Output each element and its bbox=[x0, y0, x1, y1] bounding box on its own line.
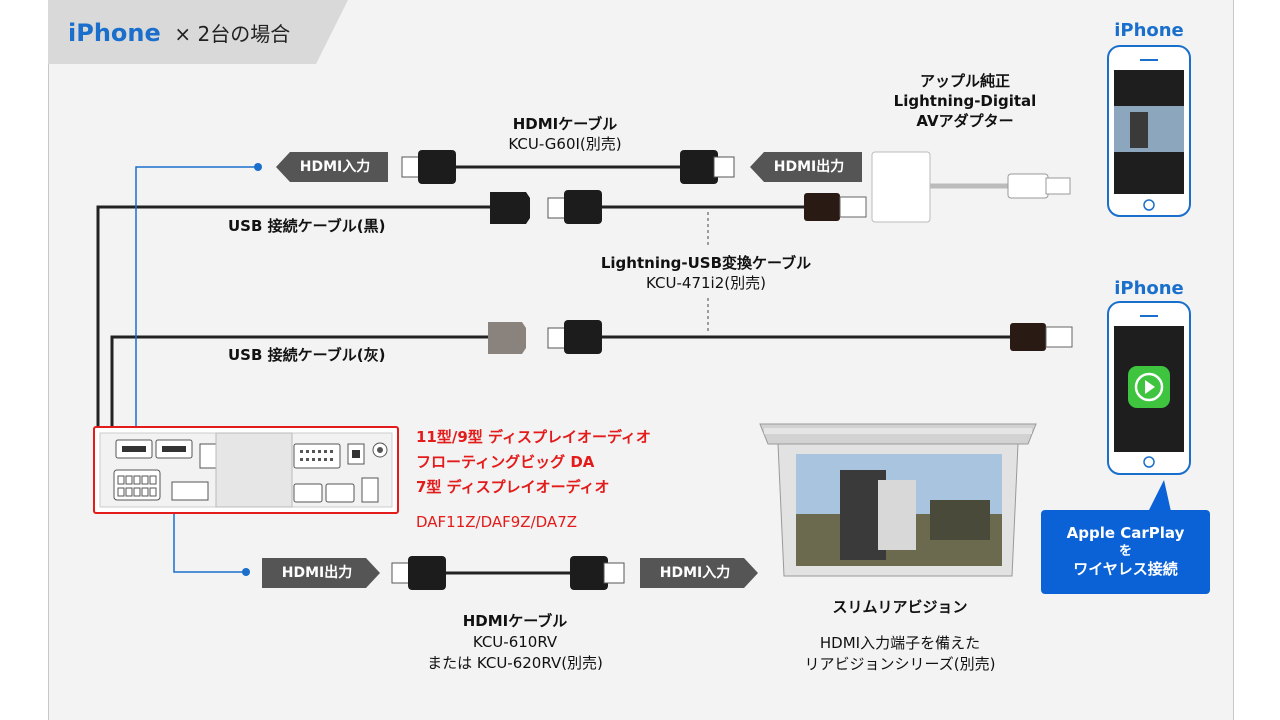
hdmi-cable-top bbox=[401, 150, 735, 184]
rear-vision-title: スリムリアビジョン bbox=[832, 598, 968, 616]
hdmi-bottom-model-1: KCU-610RV bbox=[472, 633, 558, 651]
iphone-top-icon bbox=[1107, 45, 1191, 217]
usb-black-cable bbox=[490, 190, 867, 224]
hdmi-in-tag-top: HDMI入力 bbox=[276, 152, 388, 182]
hdmi-in-tag-bottom: HDMI入力 bbox=[640, 558, 758, 588]
usb-gray-cable bbox=[488, 320, 1073, 354]
title-brand: iPhone bbox=[68, 19, 161, 47]
iphone-bottom-icon bbox=[1107, 301, 1191, 475]
lightning-usb-title: Lightning-USB変換ケーブル bbox=[600, 254, 812, 272]
device-models: DAF11Z/DAF9Z/DA7Z bbox=[416, 513, 578, 531]
av-adapter-icon bbox=[871, 151, 1071, 223]
hdmi-bottom-model-2: または KCU-620RV(別売) bbox=[427, 654, 603, 672]
adapter-label-2: Lightning-Digital bbox=[893, 92, 1037, 110]
hdmi-out-tag-bottom: HDMI出力 bbox=[262, 558, 380, 588]
rear-vision-desc-1: HDMI入力端子を備えた bbox=[819, 634, 981, 652]
rear-vision-desc-2: リアビジョンシリーズ(別売) bbox=[804, 655, 996, 673]
hdmi-cable-bottom bbox=[391, 556, 625, 590]
head-unit-rear-panel bbox=[93, 426, 399, 514]
title-suffix: × 2台の場合 bbox=[174, 22, 291, 46]
hdmi-out-tag-top: HDMI出力 bbox=[750, 152, 862, 182]
usb-gray-label: USB 接続ケーブル(灰) bbox=[228, 346, 386, 364]
callout-pointer bbox=[1146, 480, 1172, 516]
usb-gray-wire bbox=[110, 335, 490, 428]
device-label-1: 11型/9型 ディスプレイオーディオ bbox=[416, 428, 651, 446]
lightning-usb-model: KCU-471i2(別売) bbox=[646, 274, 766, 292]
page-title: iPhone × 2台の場合 bbox=[68, 18, 290, 48]
iphone-top-label: iPhone bbox=[1114, 20, 1184, 41]
device-label-3: 7型 ディスプレイオーディオ bbox=[416, 478, 610, 496]
hdmi-in-signal-line bbox=[135, 163, 262, 440]
usb-black-label: USB 接続ケーブル(黒) bbox=[228, 217, 386, 235]
callout-line-3: ワイヤレス接続 bbox=[1073, 560, 1178, 579]
hdmi-top-title: HDMIケーブル bbox=[512, 115, 618, 133]
rear-vision-monitor bbox=[759, 423, 1037, 577]
adapter-label-3: AVアダプター bbox=[916, 112, 1014, 130]
header-tab bbox=[48, 0, 348, 64]
hdmi-bottom-title: HDMIケーブル bbox=[462, 612, 568, 630]
usb-black-wire bbox=[96, 205, 490, 428]
carplay-callout: Apple CarPlay を ワイヤレス接続 bbox=[1041, 510, 1210, 594]
diagram-panel bbox=[48, 0, 1234, 720]
iphone-bottom-label: iPhone bbox=[1114, 278, 1184, 299]
adapter-label-1: アップル純正 bbox=[919, 72, 1010, 90]
hdmi-top-model: KCU-G60I(別売) bbox=[508, 135, 622, 153]
callout-line-2: を bbox=[1118, 543, 1132, 559]
callout-line-1: Apple CarPlay bbox=[1066, 524, 1185, 543]
device-label-2: フローティングビッグ DA bbox=[416, 453, 595, 471]
